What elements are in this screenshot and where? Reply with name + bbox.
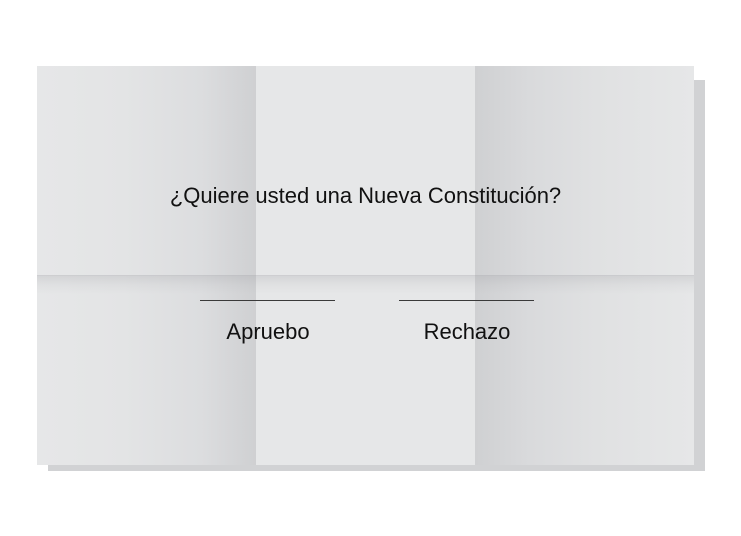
ballot-paper: ¿Quiere usted una Nueva Constitución? Ap… (37, 66, 694, 465)
option-rechazo[interactable]: Rechazo (399, 300, 535, 345)
option-label-apruebo: Apruebo (226, 319, 310, 344)
ballot-question: ¿Quiere usted una Nueva Constitución? (169, 183, 562, 208)
horizontal-fold-shadow (37, 276, 694, 294)
mark-line-apruebo[interactable] (200, 300, 335, 301)
option-apruebo[interactable]: Apruebo (200, 300, 336, 345)
paper-panel-left (37, 66, 256, 465)
option-label-rechazo: Rechazo (423, 319, 511, 344)
paper-panel-right (475, 66, 694, 465)
paper-panel-middle (256, 66, 475, 465)
horizontal-fold-line (37, 275, 694, 276)
mark-line-rechazo[interactable] (399, 300, 534, 301)
